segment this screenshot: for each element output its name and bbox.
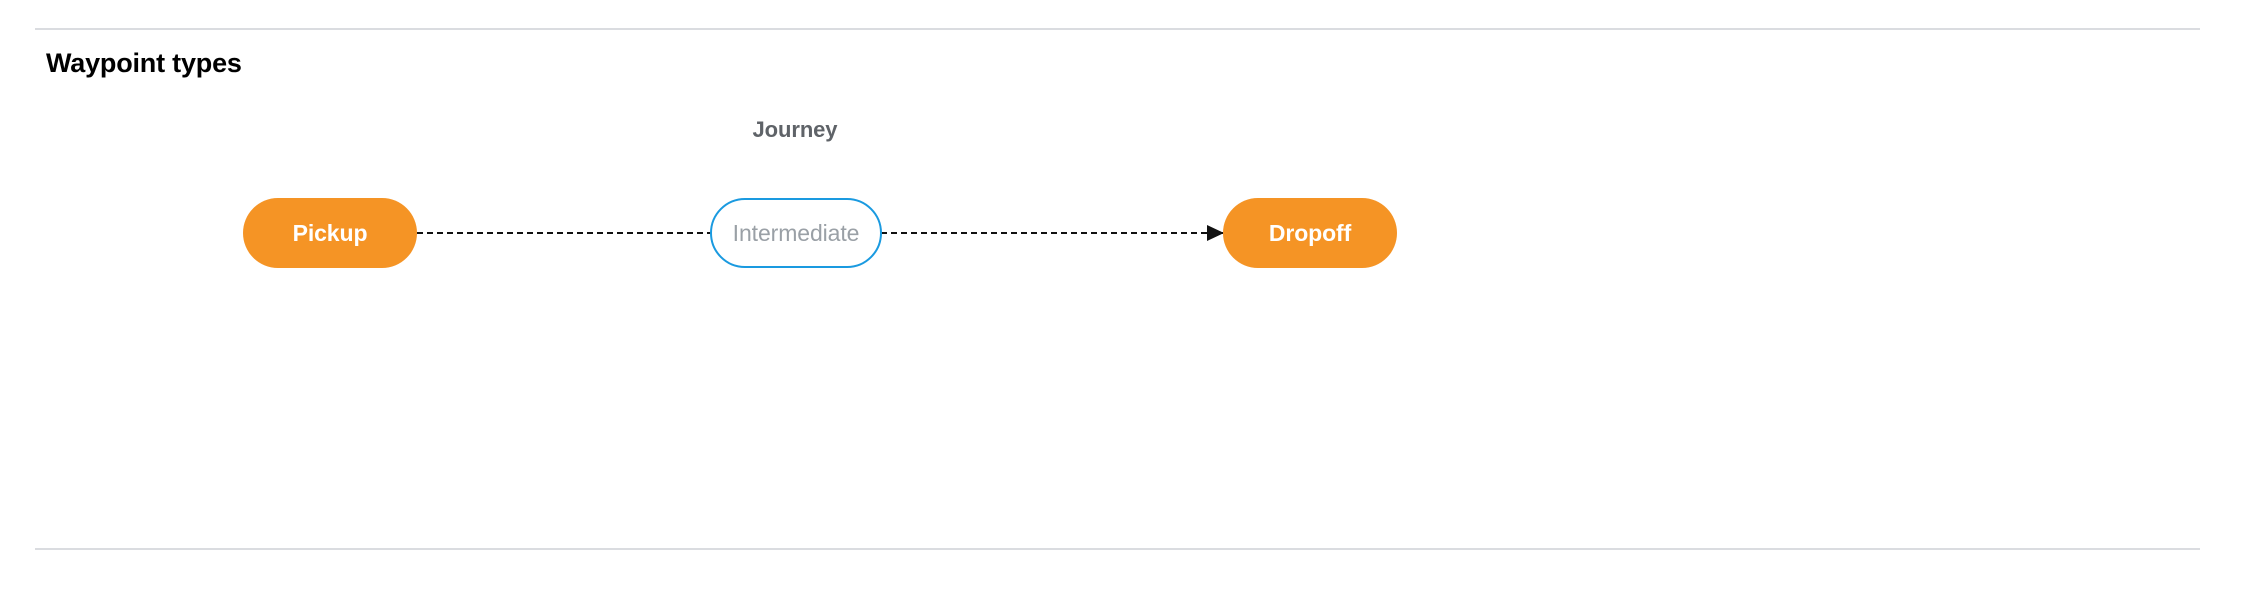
- arrowhead-icon: [1207, 225, 1224, 241]
- waypoint-node-label: Dropoff: [1268, 219, 1352, 246]
- waypoint-node-label: Pickup: [292, 219, 368, 246]
- waypoint-node-dropoff[interactable]: Dropoff: [1223, 198, 1397, 268]
- section-divider-top: [35, 28, 2200, 30]
- dashed-line: [881, 232, 1223, 234]
- connector-intermediate-to-dropoff: [881, 225, 1224, 241]
- journey-group-label: Journey: [752, 117, 838, 142]
- page-title: Waypoint types: [46, 48, 242, 78]
- journey-node-row: Pickup Intermediate Dropoff: [243, 198, 1397, 268]
- connector-pickup-to-intermediate: [417, 232, 711, 234]
- section-divider-bottom: [35, 548, 2200, 550]
- waypoint-node-pickup[interactable]: Pickup: [243, 198, 417, 268]
- dashed-line: [417, 232, 711, 234]
- journey-diagram: Journey Pickup Intermediate Dropoff: [0, 95, 2245, 395]
- waypoint-node-label: Intermediate: [732, 219, 860, 246]
- waypoint-node-intermediate[interactable]: Intermediate: [710, 198, 882, 268]
